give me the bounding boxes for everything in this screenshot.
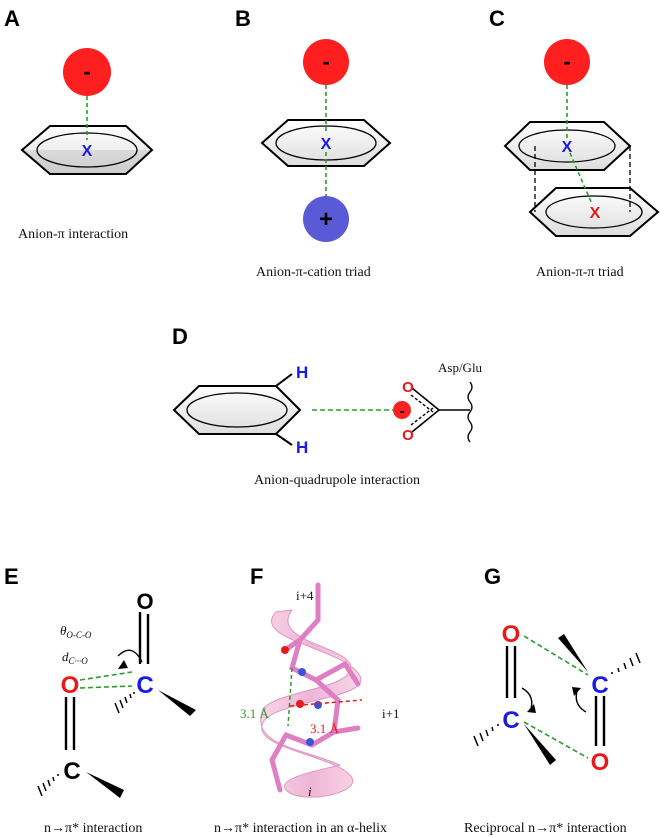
nitrogen-stick: [306, 738, 314, 746]
residue-label: Asp/Glu: [438, 360, 483, 375]
wedge-bond-left: [524, 724, 556, 765]
centroid-marker-bottom: X: [590, 205, 601, 222]
theta-label: θO-C-O: [60, 623, 92, 640]
ch-bond-bottom: [275, 433, 293, 446]
wavy-bond: [467, 381, 473, 443]
caption-a: Anion-π interaction: [18, 227, 128, 242]
arrowhead-right: [572, 687, 581, 696]
wedge-bond-right: [558, 634, 588, 672]
benzene-ring: [20, 125, 154, 175]
aromatic-circle-bottom: [545, 195, 643, 229]
co-bond-top: [411, 387, 440, 411]
panel-g: G O C C O: [464, 564, 641, 836]
centroid-marker: X: [321, 136, 332, 153]
distance-line-red: [289, 699, 363, 707]
wedge-bond-lower: [86, 772, 124, 798]
oxygen-atom-top: O: [502, 621, 521, 648]
benzene-ring: [260, 119, 392, 167]
residue-label-i4: i+4: [296, 588, 314, 603]
hydrogen-atom-top: H: [296, 363, 308, 382]
carbon-atom-left: C: [502, 707, 519, 734]
anion-sign: -: [83, 59, 90, 84]
caption-b: Anion-π-cation triad: [256, 265, 371, 280]
cation-sign: +: [319, 206, 333, 233]
anion-circle: [393, 401, 411, 419]
aromatic-circle: [186, 392, 288, 428]
centroid-marker: X: [82, 143, 93, 160]
oxygen-atom-top: O: [402, 379, 414, 396]
hashed-bond: [114, 692, 135, 714]
panel-c: C - X X Anion-π-π triad: [489, 6, 660, 280]
angle-arc: [117, 649, 143, 663]
interaction-line-a: [79, 671, 133, 681]
panel-d: D H H O O - Asp/Glu Anion-quadrupole int…: [172, 324, 483, 488]
benzene-ring: [172, 385, 302, 435]
interaction-line-stack: [569, 152, 593, 205]
panel-letter-b: B: [235, 6, 251, 31]
co-bond-bottom: [411, 409, 440, 433]
centroid-marker-top: X: [562, 139, 573, 156]
distance-label-green: 3.1 Å: [240, 706, 270, 721]
arrowhead-left: [527, 704, 536, 713]
ring-shadow: [22, 150, 152, 174]
hashed-bond-left: [473, 724, 499, 747]
panel-b: B - X + Anion-π-cation triad: [235, 6, 392, 280]
distance-line-green: [287, 667, 293, 727]
panel-letter-d: D: [172, 324, 188, 349]
oxygen-atom-bottom: O: [591, 749, 610, 776]
distance-label-red: 3.1 Å: [310, 721, 340, 736]
anion-sign: -: [322, 49, 329, 74]
caption-g: Reciprocal n→π* interaction: [464, 821, 627, 836]
ch-bond-top: [275, 373, 293, 387]
oxygen-atom-red: O: [61, 672, 80, 699]
cation-circle: [303, 196, 349, 242]
nitrogen-stick: [298, 668, 306, 676]
anion-circle: [63, 48, 111, 96]
interaction-line-top: [523, 635, 589, 676]
panel-letter-g: G: [484, 564, 501, 589]
hashed-bond-right: [611, 652, 641, 674]
alpha-helix-ribbon: [260, 609, 362, 798]
panel-a: A - X Anion-π interaction: [4, 6, 154, 242]
interaction-line-bottom: [523, 721, 589, 759]
caption-d: Anion-quadrupole interaction: [254, 473, 420, 488]
residue-label-i: i: [308, 784, 312, 799]
panel-letter-a: A: [4, 6, 20, 31]
anion-circle: [303, 39, 349, 85]
angle-arrowhead: [118, 660, 128, 669]
nitrogen-stick: [314, 701, 322, 709]
oxygen-stick: [296, 700, 304, 708]
wedge-bond: [158, 690, 196, 716]
interaction-line-b: [79, 685, 133, 689]
hydrogen-atom-bottom: H: [296, 438, 308, 457]
oxygen-stick: [281, 646, 289, 654]
anion-sign: -: [399, 403, 404, 420]
backbone-sticks: [269, 582, 361, 793]
oxygen-atom-top: O: [136, 589, 153, 614]
panel-letter-f: F: [250, 564, 263, 589]
carbon-atom-black: C: [63, 758, 80, 785]
distance-label: dC···O: [62, 649, 88, 666]
caption-c: Anion-π-π triad: [536, 265, 624, 280]
panel-letter-c: C: [489, 6, 505, 31]
panel-f: F 3.1 Å 3.1 Å i+4 i+1 i n→π* interaction…: [214, 564, 399, 836]
caption-f: n→π* interaction in an α-helix: [214, 821, 387, 836]
co-bond-top-dashed: [410, 394, 434, 413]
carbon-atom-right: C: [591, 672, 608, 699]
anion-circle: [544, 39, 590, 85]
caption-e: n→π* interaction: [44, 821, 142, 836]
panel-e: E O C θO-C-O dC···O O C: [4, 564, 196, 836]
panel-letter-e: E: [4, 564, 19, 589]
oxygen-atom-bottom: O: [402, 427, 414, 444]
carbon-atom-blue: C: [136, 672, 153, 699]
hashed-bond-lower: [37, 774, 59, 797]
residue-label-i1: i+1: [382, 706, 399, 721]
co-bond-bottom-dashed: [410, 407, 434, 426]
anion-sign: -: [563, 49, 570, 74]
